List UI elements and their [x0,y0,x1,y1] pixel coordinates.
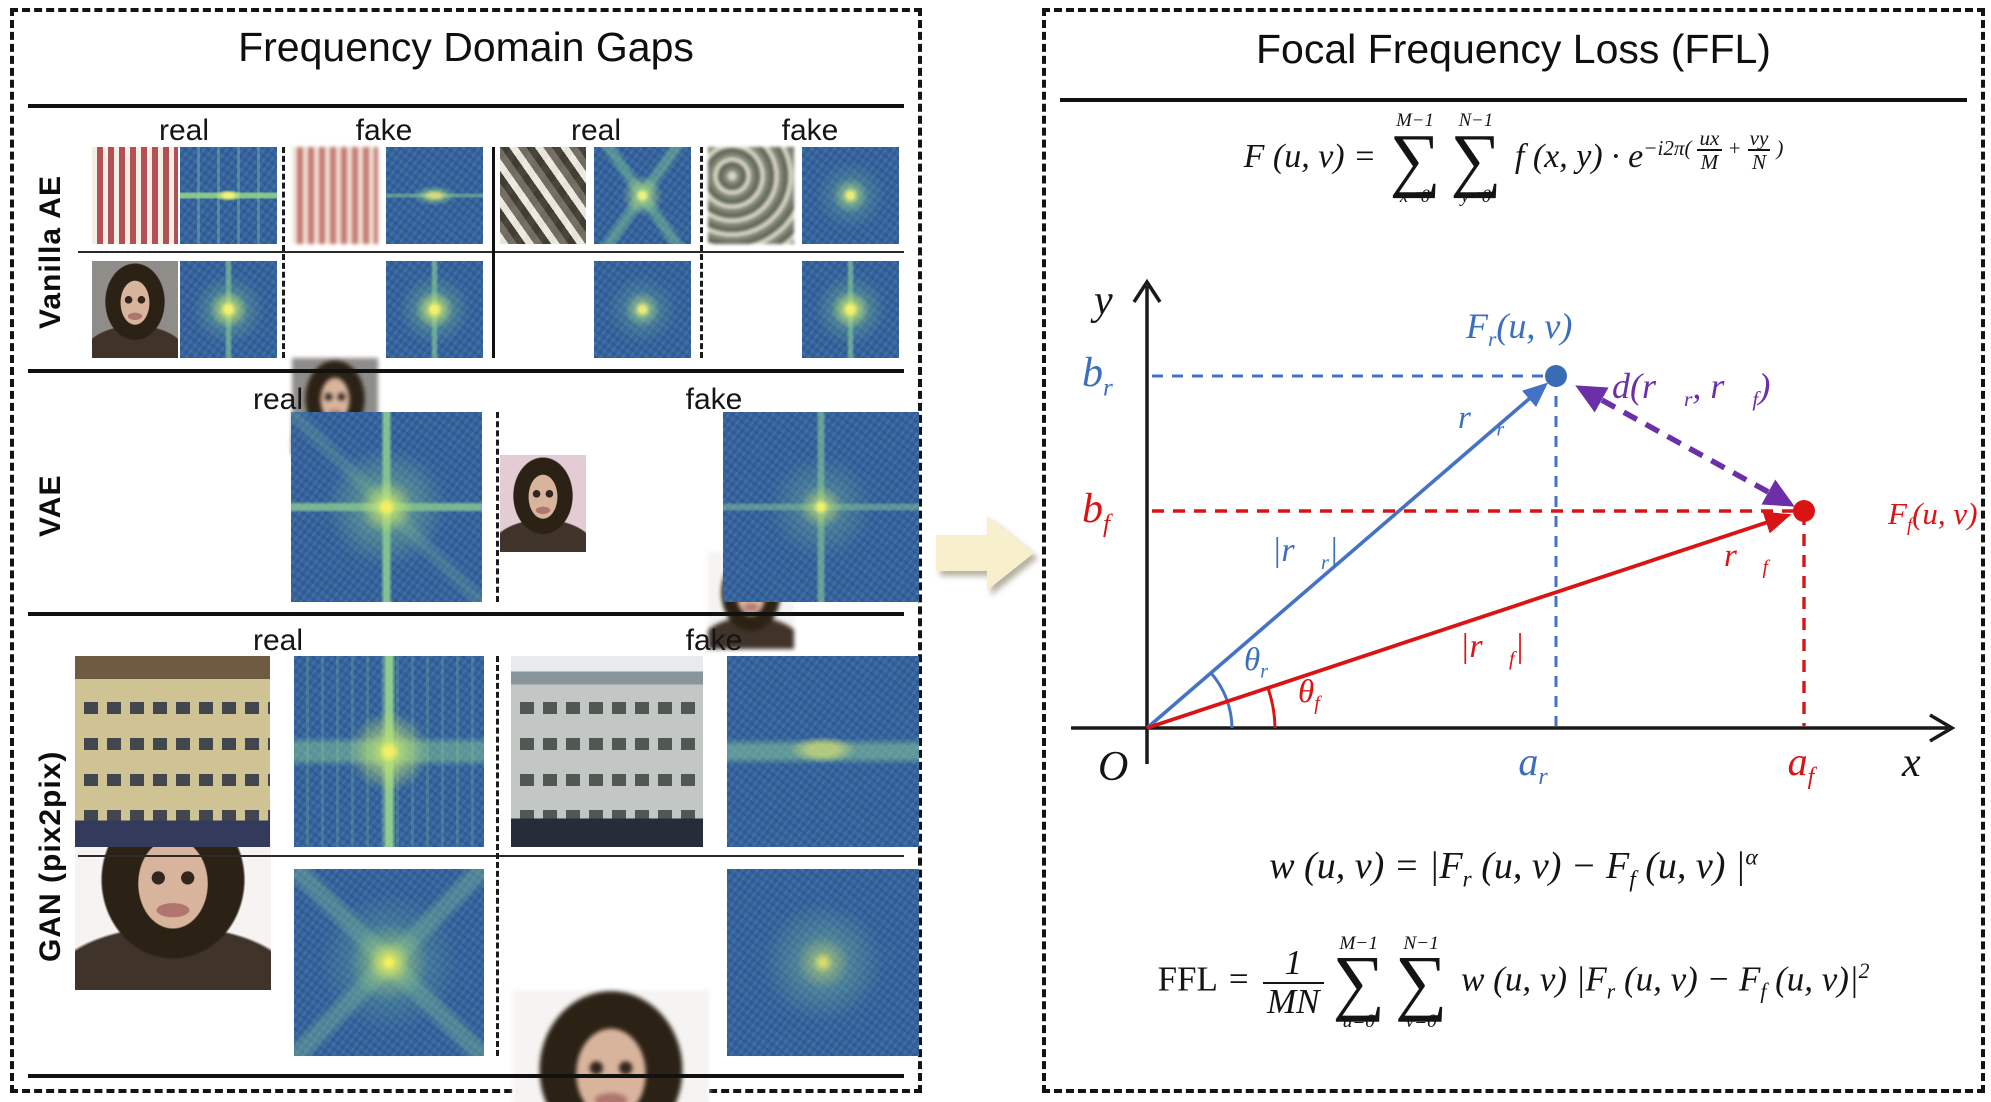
spectrum-face-real-2 [594,261,691,358]
vanilla-row-divider [78,251,904,253]
r-real-vector-label: r⃗r [1458,400,1505,441]
section-label-vanilla-ae: Vanilla AE [34,175,67,329]
origin-label: O [1098,744,1129,790]
photo-stripes-fake [292,147,378,244]
section-divider [28,612,904,616]
f-fake-label: Ff(u, v) [1888,496,1978,537]
y-axis-arrowhead [1132,278,1162,303]
spectrum-stripes-real [180,147,277,244]
b-r-label: br [1082,350,1113,402]
col-label-fake-2: fake [781,114,839,147]
theta-r-arc [1209,672,1234,729]
spectrum-vae-fake [723,412,919,602]
pair-separator-dashed [496,656,499,1056]
weight-formula: w (u, v) = |Fr (u, v) − Ff (u, v) |α [1269,844,1758,893]
photo-building-real [75,656,270,847]
right-block-arrow-shape [936,515,1034,591]
photo-vae-face-fake [513,990,709,1102]
spectrum-shoe-real [294,869,484,1056]
b-f-label: bf [1082,486,1110,538]
spectrum-weave-real [594,147,691,244]
r-real-magnitude-label: |r⃗r| [1272,532,1339,574]
flow-arrow-icon [936,514,1034,592]
pair-separator-dashed [282,147,285,358]
section-divider [28,369,904,373]
a-r-label: ar [1518,739,1548,790]
theta-r-label: θr [1244,642,1268,683]
title-divider [1060,98,1967,102]
real-point [1545,365,1567,387]
theta-f-arc [1266,687,1277,729]
photo-weave-real [500,147,586,244]
pair-separator-dashed [496,412,499,602]
distance-arrow [1575,385,1795,507]
spectrum-vae-real [291,412,482,602]
r-fake-magnitude-label: |r⃗f| [1460,628,1525,670]
right-panel-title: Focal Frequency Loss (FFL) [1256,26,1771,72]
spectrum-stripes-fake [386,147,483,244]
frequency-vector-diagram: y O x br bf ar af Fr(u, v) Ff(u, v) d(r⃗… [1046,252,1989,800]
pair-separator-dashed [700,147,703,358]
spectrum-face-fake-2 [802,261,899,358]
photo-stripes-real [92,147,178,244]
real-vector [1145,382,1549,730]
f-real-label: Fr(u, v) [1466,306,1573,352]
spectrum-building-real [294,656,484,847]
section-divider-bottom [28,1074,904,1078]
col-label-vae-real: real [252,383,304,416]
group-separator-solid [492,147,495,358]
photo-building-fake [511,656,703,847]
x-axis-label: x [1902,740,1921,786]
focal-frequency-loss-panel: Focal Frequency Loss (FFL) F (u, v) = M−… [1042,8,1985,1093]
theta-f-label: θf [1298,674,1320,715]
y-axis-label: y [1094,278,1113,324]
photo-weave-fake [708,147,794,244]
x-axis-arrowhead [1929,713,1956,743]
spectrum-face-real-1 [180,261,277,358]
section-label-vae: VAE [34,474,67,538]
spectrum-face-fake-1 [386,261,483,358]
spectrum-weave-fake [802,147,899,244]
col-label-gan-fake: fake [685,624,743,657]
r-fake-vector-label: r⃗f [1724,538,1769,579]
photo-face-real-1 [92,261,178,358]
diagram-geometry [1071,278,1956,764]
spectrum-building-fake [727,656,919,847]
frequency-domain-gaps-panel: Frequency Domain Gaps Vanilla AE real fa… [10,8,922,1102]
photo-face-real-2 [500,455,586,552]
left-panel-title: Frequency Domain Gaps [238,24,694,70]
a-f-label: af [1787,739,1815,790]
col-label-real-1: real [158,114,210,147]
fake-vector [1146,511,1792,730]
col-label-real-2: real [570,114,622,147]
spectrum-shoe-fake [727,869,919,1056]
col-label-vae-fake: fake [685,383,743,416]
title-divider [28,104,904,108]
col-label-gan-real: real [252,624,304,657]
distance-label: d(r⃗r, r⃗f) [1612,366,1771,412]
fake-point [1793,500,1815,522]
col-label-fake-1: fake [355,114,413,147]
gan-row-divider [78,855,904,857]
section-label-gan: GAN (pix2pix) [34,750,67,962]
